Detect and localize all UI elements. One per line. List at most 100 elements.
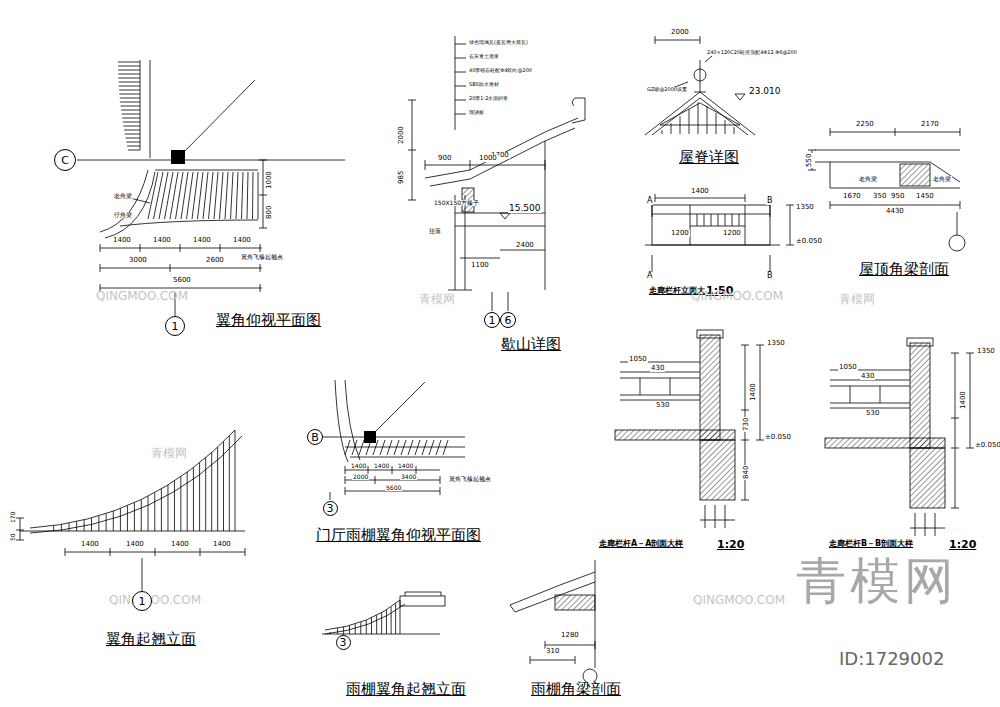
- roof-slope: [425, 118, 578, 186]
- rafter-line: [148, 496, 149, 531]
- rafter-line: [366, 440, 371, 455]
- section-circle: 3: [336, 635, 351, 650]
- rafter-line: [376, 615, 377, 634]
- eave-edge: [120, 170, 258, 226]
- rafter-line: [415, 440, 420, 455]
- rafter-line: [148, 172, 158, 219]
- section-circle: C: [54, 149, 76, 171]
- rafter-line: [247, 172, 248, 219]
- dimension-text: 900: [437, 155, 452, 162]
- beam-line: [510, 560, 595, 668]
- rafter-line: [119, 82, 140, 83]
- rafter-line: [220, 172, 224, 219]
- dimension-line: [530, 641, 595, 664]
- rafter-line: [211, 453, 212, 531]
- watermark: 青模网: [795, 556, 959, 606]
- roof-slope: [645, 92, 755, 135]
- rafter-line: [69, 523, 70, 531]
- callout-number: C: [61, 155, 69, 166]
- column-line: [448, 141, 545, 290]
- rafter-line: [395, 603, 396, 634]
- edge-beam: [700, 440, 735, 500]
- rafter-line: [53, 526, 54, 531]
- section-circle: 6: [500, 312, 516, 328]
- section-circle: 3: [323, 501, 338, 516]
- dimension-text: 1400: [373, 463, 390, 469]
- rafter-line: [98, 516, 99, 531]
- rafter-line: [231, 172, 234, 219]
- dimension-line: [425, 160, 545, 258]
- dimension-text: 老角梁: [858, 176, 878, 182]
- drawing-title: 雨棚翼角起翘立面: [345, 682, 467, 697]
- rafter-line: [84, 520, 85, 531]
- canopy-corner-plan: [323, 380, 465, 500]
- rafter-line: [126, 142, 140, 143]
- rafter-line: [429, 440, 434, 455]
- dimension-line: [16, 518, 245, 591]
- eave-curve: [100, 170, 155, 238]
- callout-number: 3: [327, 503, 334, 514]
- parapet-wall: [700, 335, 720, 440]
- hatch-area: [660, 103, 740, 125]
- dimension-text: B: [766, 197, 774, 205]
- dimension-text: A: [646, 272, 653, 280]
- rafter-line: [106, 514, 107, 531]
- ridge-finial: [694, 69, 706, 81]
- dimension-text: 1100: [470, 262, 490, 269]
- rafter-line: [394, 440, 399, 455]
- dimension-text: 40厚细石砼配Φ4双向@200: [468, 68, 533, 73]
- rafter-line: [671, 123, 672, 134]
- rafter-line: [209, 172, 214, 219]
- dimension-text: GZ砌@2000设置: [646, 87, 688, 92]
- railing-elevation: [645, 194, 794, 272]
- floor-slab: [825, 438, 945, 448]
- dimension-text: 1400: [112, 237, 132, 244]
- section-circle: 1: [484, 312, 500, 328]
- rafter-line: [689, 109, 690, 134]
- rafter-line: [127, 506, 128, 531]
- rafter-line: [122, 118, 140, 119]
- rafter-line: [76, 522, 77, 531]
- rafter-line: [400, 600, 401, 634]
- rafter-line: [242, 172, 244, 219]
- dimension-text: 4430: [885, 208, 905, 215]
- watermark: QINGMOO.COM: [692, 594, 786, 606]
- rafter-line: [167, 485, 168, 531]
- dimension-text: 绿色琉璃瓦(盖瓦用大筒瓦): [468, 40, 529, 45]
- dimension-text: 1050: [628, 356, 648, 363]
- dimension-text: 1050: [838, 364, 858, 371]
- rafter-line: [716, 113, 717, 134]
- dimension-line: [620, 345, 764, 528]
- callout-number: 6: [505, 315, 512, 326]
- rafter-line: [161, 489, 162, 531]
- rafter-line: [180, 477, 181, 531]
- rafter-line: [380, 440, 385, 455]
- callout-number: 1: [489, 315, 496, 326]
- image-id: ID:1729002: [838, 650, 945, 668]
- canopy-beam-section: [510, 560, 597, 683]
- rafter-line: [360, 622, 361, 634]
- rafter-line: [252, 172, 254, 219]
- drawing-title: 歇山详图: [500, 337, 562, 352]
- drawing-title: 翼角起翘立面: [105, 632, 197, 647]
- rafter-line: [236, 172, 238, 219]
- dimension-line: [100, 160, 263, 288]
- dimension-line: [652, 194, 794, 272]
- dimension-text: ±0.050: [795, 238, 823, 245]
- railing-line: [620, 372, 700, 400]
- column-mark: [171, 150, 185, 164]
- dimension-text: SBS防水卷材: [468, 82, 500, 87]
- dimension-text: 5600: [385, 485, 402, 491]
- dimension-text: 730: [743, 417, 750, 432]
- rafter-line: [698, 102, 699, 134]
- rafter-line: [349, 626, 350, 634]
- coping: [697, 330, 723, 338]
- detail-title: 1:20: [716, 539, 745, 550]
- watermark: 青模网: [418, 293, 456, 305]
- dimension-text: 3400: [400, 474, 417, 480]
- dimension-text: 310: [545, 648, 560, 655]
- watermark: 青模网: [150, 447, 188, 459]
- dimension-text: 800: [266, 205, 273, 220]
- dimension-text: 2600: [205, 257, 225, 264]
